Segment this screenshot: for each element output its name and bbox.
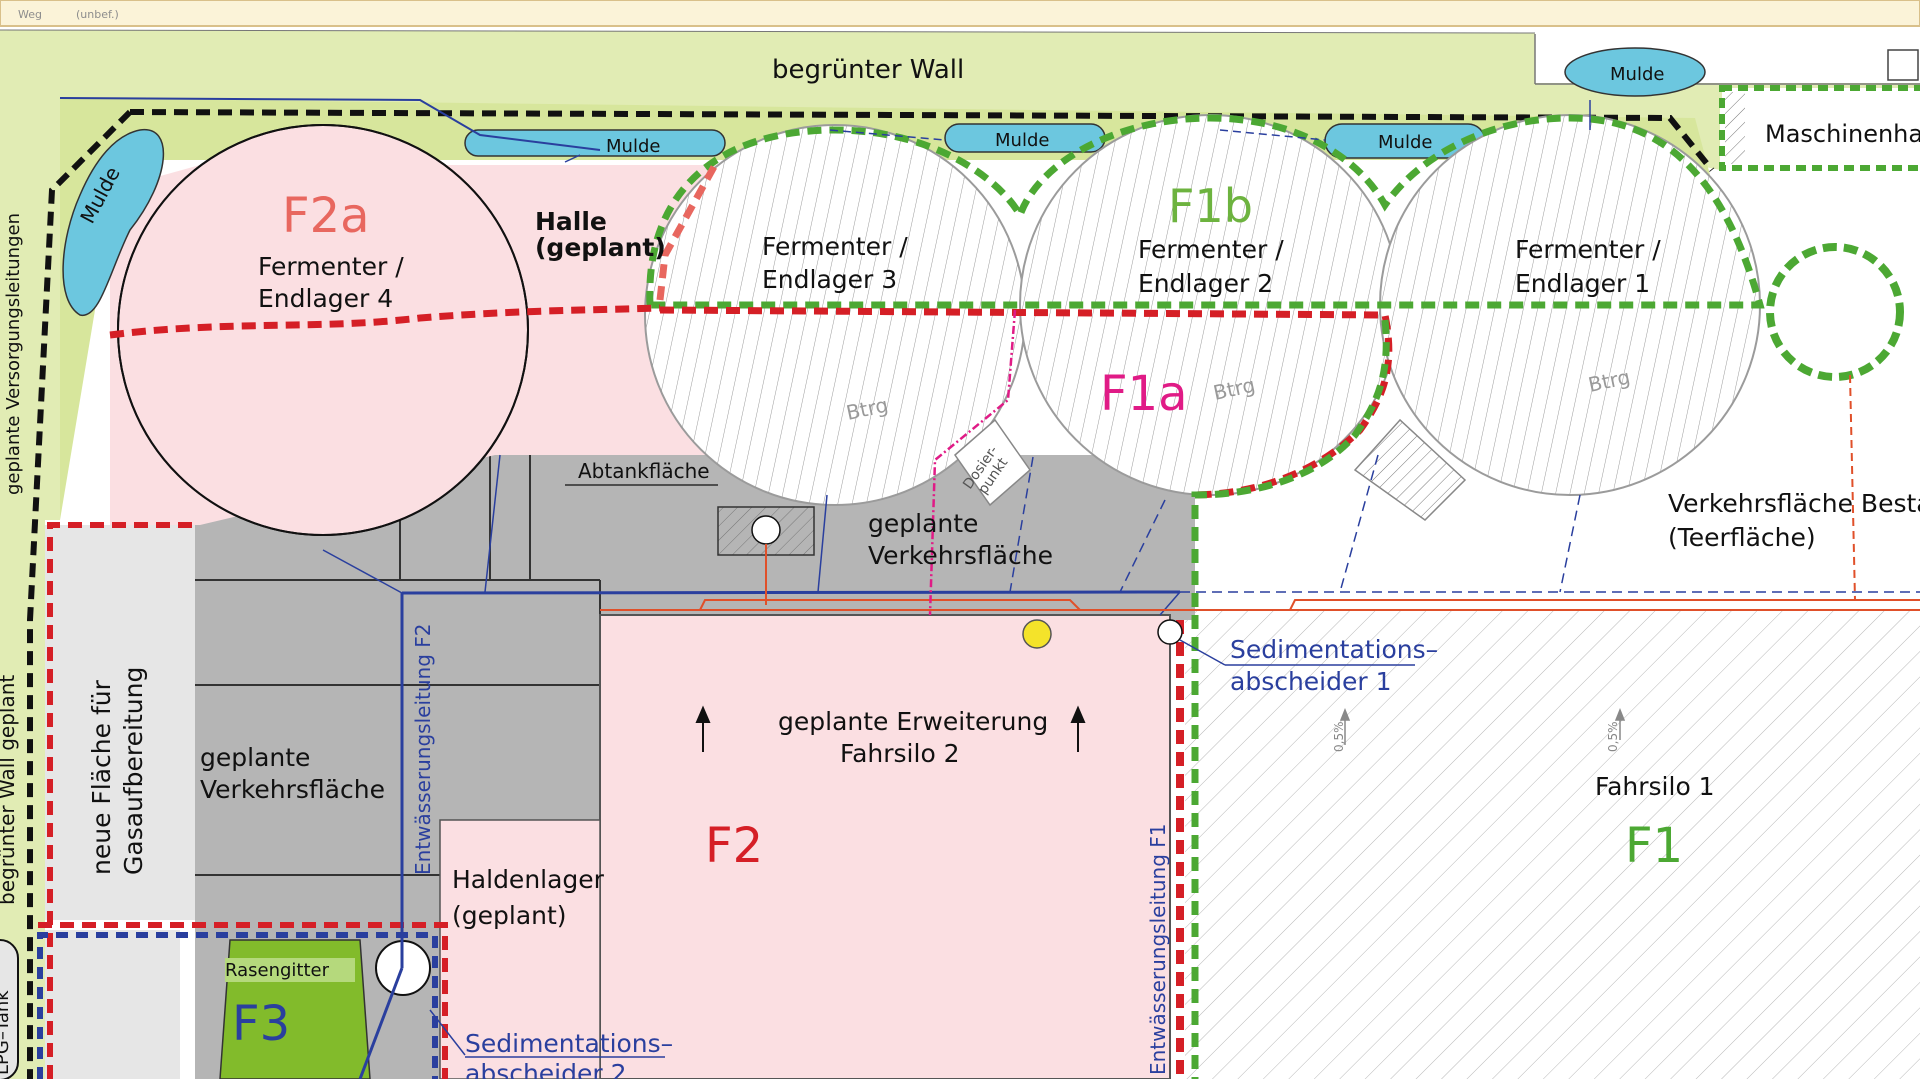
slope-1-label: 0,5%	[1332, 722, 1346, 753]
gas-line2: Gasaufbereitung	[119, 667, 148, 875]
lower-left-white	[45, 930, 180, 1079]
boundary-black-dash-top	[129, 109, 1715, 172]
f2a-boundary	[109, 304, 661, 339]
tank2-line2: Endlager 2	[1138, 269, 1273, 298]
mulde-left	[62, 129, 165, 316]
green-left-strip	[0, 30, 45, 1079]
orange-drain-lines	[600, 374, 1920, 611]
gas-line1: neue Fläche für	[87, 679, 116, 875]
tank2-line1: Fermenter /	[1138, 235, 1284, 264]
tank3-line2: Endlager 3	[762, 265, 897, 294]
haldenlager-area	[439, 819, 601, 1079]
verkehr-left-line2: Verkehrsfläche	[200, 775, 385, 804]
fahrsilo1-label: Fahrsilo 1	[1595, 772, 1715, 801]
sed2-line2: abscheider 2	[465, 1059, 627, 1079]
sed1-line1: Sedimentations–	[1230, 635, 1438, 664]
tank1-line1: Fermenter /	[1515, 235, 1661, 264]
versorgung-label: geplante Versorgungsleitungen	[3, 213, 24, 495]
mulde-5-label: Mulde	[1610, 64, 1664, 85]
fahrsilo1-area	[1185, 610, 1920, 1079]
erweiterung-line2: Fahrsilo 2	[840, 739, 960, 768]
rasengitter-label: Rasengitter	[225, 960, 330, 981]
corner-box	[1887, 49, 1919, 81]
f1a-inner-green	[1191, 319, 1390, 1079]
verkehr-right-line1: Verkehrsfläche Besta	[1668, 489, 1920, 518]
abtank-label: Abtankfläche	[578, 459, 710, 483]
mulde-2	[464, 129, 726, 157]
gas-storage-circle	[1766, 243, 1904, 381]
tank4-line1: Fermenter /	[258, 252, 404, 281]
dosier-area	[953, 418, 1032, 507]
blue-drain-lines	[358, 590, 1181, 1079]
abtank-shaft	[751, 515, 781, 545]
mulde-2-label: Mulde	[606, 136, 660, 157]
haldenlager-line2: (geplant)	[452, 901, 567, 930]
green-wall-zone	[0, 30, 1920, 520]
f3-red-boundary	[38, 922, 448, 1079]
f2-label: F2	[705, 818, 763, 874]
mulde-3-label: Mulde	[995, 130, 1049, 151]
f1-label: F1	[1625, 818, 1683, 874]
verkehr-mid-line2: Verkehrsfläche	[868, 541, 1053, 570]
wall-left-label: begrünter Wall geplant	[0, 675, 19, 905]
sed1-leader	[1179, 639, 1226, 666]
wall-edge-line-3	[0, 29, 1536, 34]
gas-area-boundary	[47, 522, 195, 1079]
maschinenhalle	[1719, 85, 1920, 171]
halle-line1: Halle	[535, 207, 607, 236]
slope-arrows	[1339, 707, 1626, 745]
white-right-top	[1720, 170, 1920, 610]
tank4-line2: Endlager 4	[258, 284, 393, 313]
verkehr-left-line1: geplante	[200, 743, 310, 772]
f3-blue-boundary	[37, 932, 438, 1079]
tank3-line1: Fermenter /	[762, 232, 908, 261]
yellow-marker	[1022, 619, 1052, 649]
f2a-boundary-upper	[656, 163, 719, 301]
f1b-boundary	[646, 114, 1765, 309]
lpg-tank	[0, 939, 19, 1079]
lpg-label: LPG–Tank	[0, 990, 13, 1075]
f2a-label: F2a	[282, 188, 370, 244]
tank-3-hatch	[645, 125, 1025, 505]
tank-4-circle-upper	[117, 124, 529, 536]
mulde-5	[1564, 47, 1706, 97]
header-strip	[0, 0, 1920, 27]
erweiterung-line1: geplante Erweiterung	[778, 707, 1048, 736]
fahrsilo2-area	[599, 614, 1171, 1079]
header-left-label: Weg	[18, 8, 42, 21]
tank-1-hatch	[1380, 115, 1760, 495]
entw-f1-label: Entwässerungsleitung F1	[1146, 824, 1170, 1076]
boundary-black-dash	[27, 109, 133, 1079]
mulde-4-label: Mulde	[1378, 132, 1432, 153]
gas-area	[45, 525, 195, 920]
maschinenhalle-label: Maschinenhal	[1765, 120, 1920, 148]
sed1-line2: abscheider 1	[1230, 667, 1392, 696]
supply-line	[59, 97, 601, 151]
f1a-label: F1a	[1100, 366, 1188, 422]
entw-f2-label: Entwässerungsleitung F2	[411, 624, 435, 876]
verkehr-right-line2: (Teerfläche)	[1668, 523, 1816, 552]
stair-area	[1353, 418, 1467, 521]
magenta-line	[928, 309, 1017, 616]
tank1-line2: Endlager 1	[1515, 269, 1650, 298]
halle-line2: (geplant)	[535, 233, 666, 262]
sed2-line1: Sedimentations–	[465, 1029, 673, 1058]
flow-arrows	[695, 705, 1086, 752]
maschinenhalle-hatch	[1725, 92, 1745, 164]
blue-thin-lines	[322, 100, 1920, 616]
haldenlager-line1: Haldenlager	[452, 865, 605, 894]
slope-2-label: 0,5%	[1606, 722, 1620, 753]
header-right-label: (unbef.)	[76, 8, 119, 21]
sed2-leader	[429, 1009, 466, 1056]
rasengitter-label-bg	[225, 958, 355, 982]
f1b-label: F1b	[1168, 179, 1253, 233]
f3-label: F3	[232, 996, 290, 1052]
verkehr-mid-line1: geplante	[868, 509, 978, 538]
wall-top-label: begrünter Wall	[772, 55, 964, 85]
sediment-1-shaft	[1157, 619, 1183, 645]
